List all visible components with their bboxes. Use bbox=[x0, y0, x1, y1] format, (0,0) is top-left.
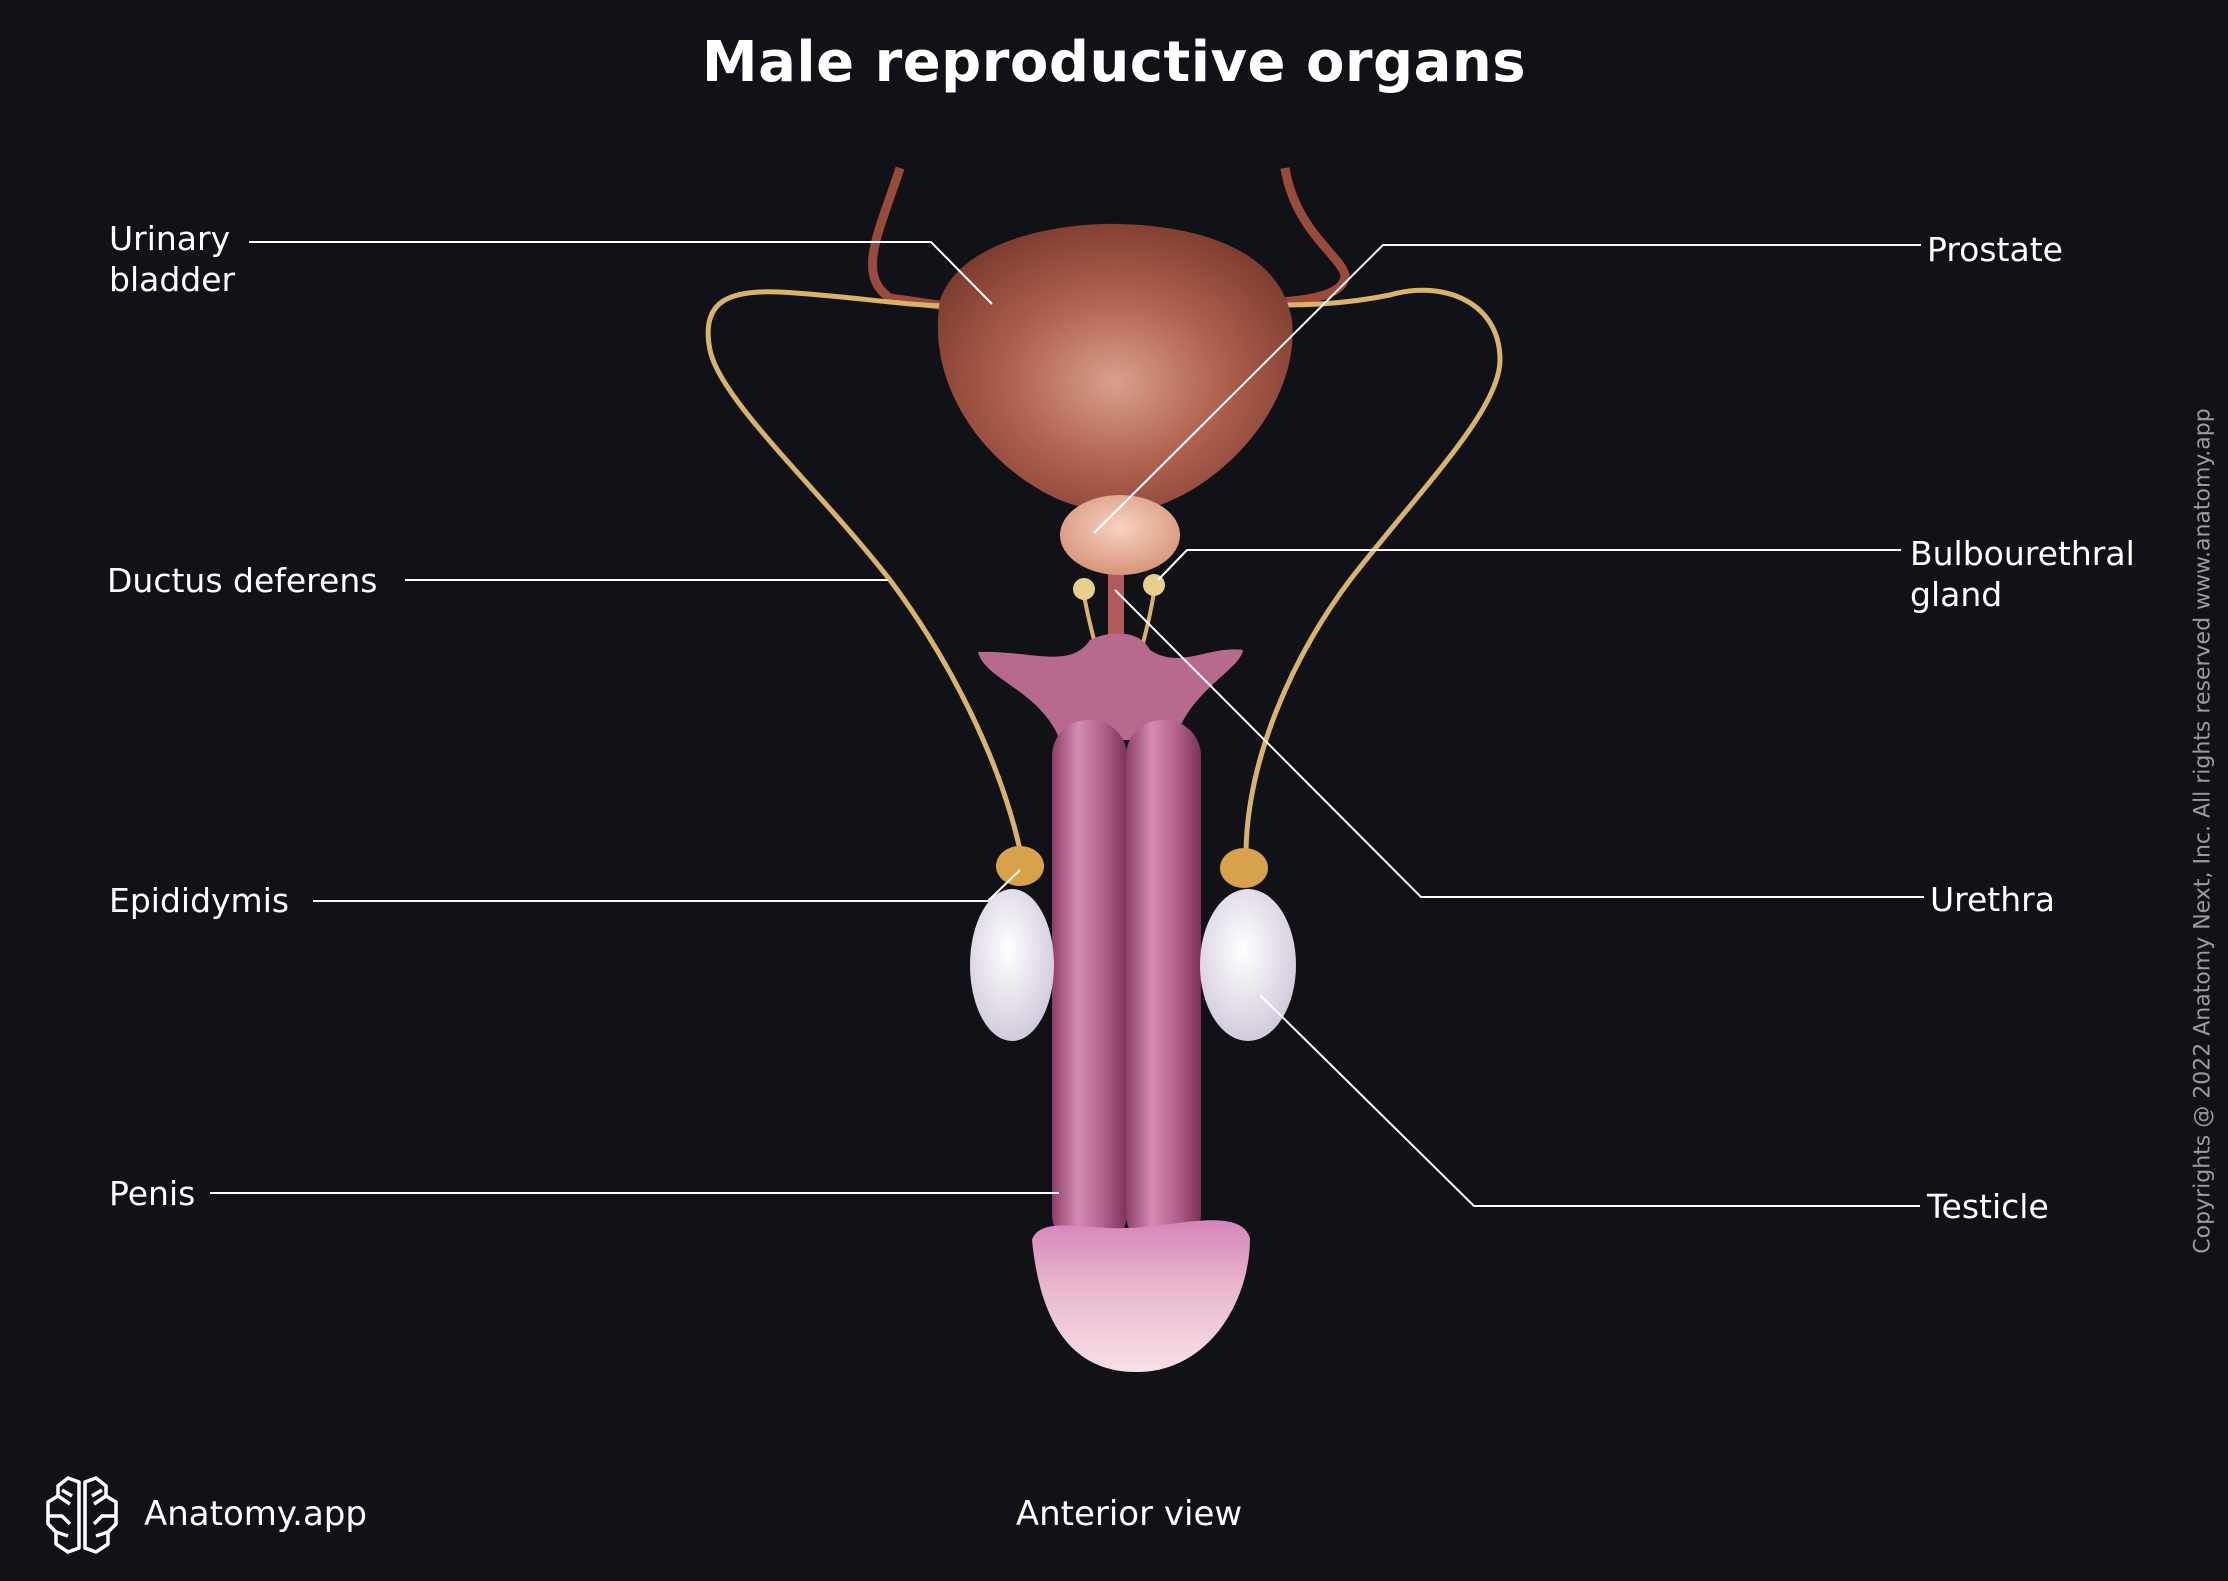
leader-bulbourethral-gland bbox=[1157, 549, 1901, 581]
copyright-notice: Copyrights @ 2022 Anatomy Next, Inc. All… bbox=[2190, 408, 2216, 1254]
label-urethra: Urethra bbox=[1930, 880, 2055, 919]
right-ductus-deferens bbox=[1243, 287, 1503, 851]
left-ductus-deferens bbox=[705, 289, 1023, 851]
glans bbox=[1032, 1220, 1250, 1373]
label-line-1: Bulbourethral bbox=[1910, 534, 2135, 573]
left-testicle bbox=[970, 889, 1054, 1041]
brain-logo-icon bbox=[46, 1476, 118, 1554]
leader-prostate bbox=[1093, 244, 1921, 534]
leader-testicle bbox=[1259, 994, 1920, 1207]
label-penis: Penis bbox=[109, 1174, 196, 1213]
left-epididymis bbox=[996, 846, 1044, 886]
leader-urethra bbox=[1114, 589, 1924, 898]
label-line-2: bladder bbox=[109, 260, 236, 299]
label-epididymis: Epididymis bbox=[109, 881, 290, 920]
left-bulbourethral-gland bbox=[1073, 578, 1095, 600]
right-epididymis bbox=[1220, 848, 1268, 888]
label-line-2: gland bbox=[1910, 575, 2003, 614]
label-prostate: Prostate bbox=[1927, 230, 2063, 269]
penis-root bbox=[978, 633, 1243, 740]
right-testicle bbox=[1200, 889, 1296, 1041]
label-testicle: Testicle bbox=[1927, 1187, 2049, 1226]
penis-shaft-left bbox=[1052, 720, 1127, 1250]
prostate bbox=[1060, 495, 1180, 575]
leader-urinary-bladder bbox=[249, 241, 993, 305]
left-ureter bbox=[868, 166, 946, 311]
page-title: Male reproductive organs bbox=[701, 30, 1527, 95]
brand-name: Anatomy.app bbox=[144, 1494, 367, 1534]
penis-shaft-right bbox=[1126, 720, 1201, 1250]
view-caption: Anterior view bbox=[1015, 1494, 1243, 1534]
urinary-bladder bbox=[937, 223, 1293, 512]
leader-epididymis bbox=[313, 869, 1021, 902]
label-ductus-deferens: Ductus deferens bbox=[107, 561, 378, 600]
right-ureter bbox=[1279, 167, 1350, 307]
label-line-1: Urinary bbox=[109, 219, 231, 258]
label-bulbourethral-gland: Bulbourethral gland bbox=[1910, 533, 2135, 615]
label-urinary-bladder: Urinary bladder bbox=[109, 218, 235, 300]
